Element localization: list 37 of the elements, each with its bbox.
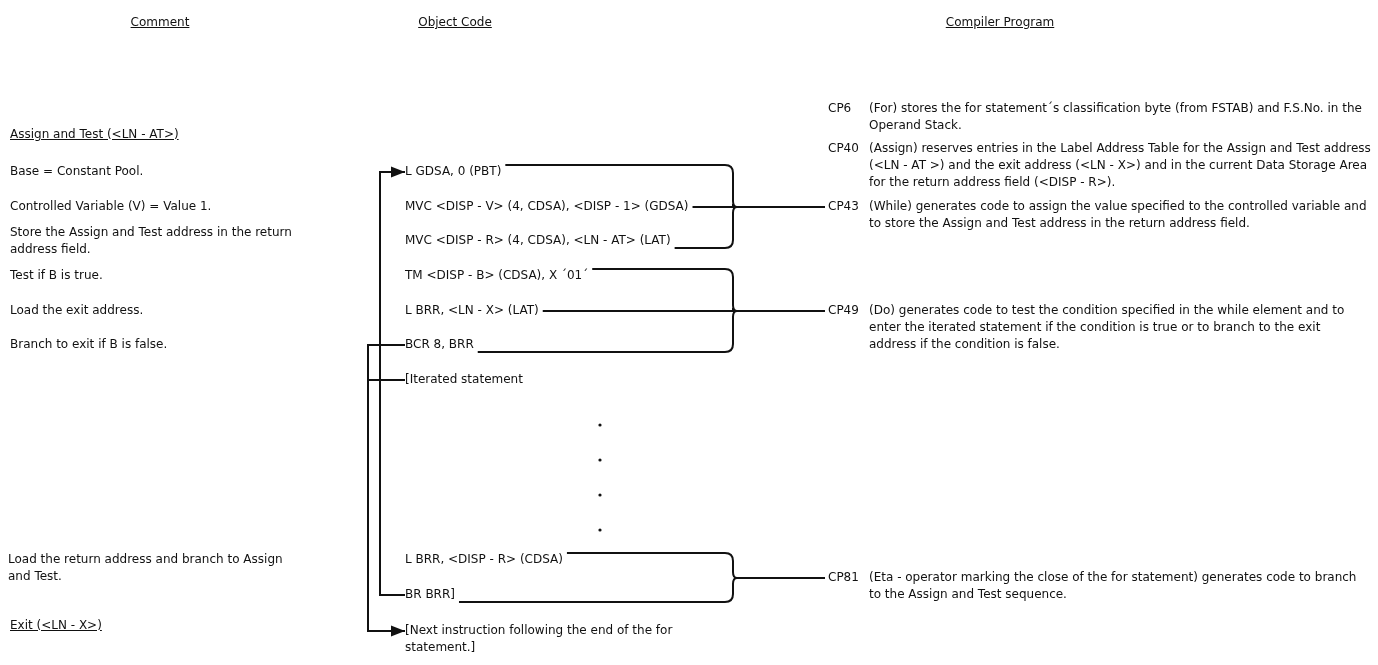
step-number: CP81 bbox=[828, 569, 859, 586]
code-line: TM <DISP - B> (CDSA), X ´01´ bbox=[405, 267, 589, 284]
step-number: CP6 bbox=[828, 100, 852, 117]
code-line: [Iterated statement bbox=[405, 371, 523, 388]
column-header: Object Code bbox=[417, 14, 493, 31]
comment-text: Test if B is true. bbox=[10, 267, 104, 284]
step-description: (Eta - operator marking the close of the for statement) generates code to branch to the Assign and Test sequence. bbox=[869, 569, 1358, 603]
column-header: Compiler Program bbox=[944, 14, 1056, 31]
step-description: (While) generates code to assign the value specified to the controlled variable and to store the Assign and Test address in the return address field. bbox=[869, 198, 1368, 232]
section-heading: Assign and Test (<LN - AT>) bbox=[10, 126, 179, 143]
step-number: CP49 bbox=[828, 302, 859, 319]
step-number: CP43 bbox=[828, 198, 859, 215]
code-line: L BRR, <LN - X> (LAT) bbox=[405, 302, 539, 319]
step-description: (Do) generates code to test the condition specified in the while element and to enter the iterated statement if the condition is true or to branch to the exit address if the condition is false. bbox=[869, 302, 1346, 353]
curly-brace bbox=[458, 577, 826, 603]
column-header: Comment bbox=[129, 14, 191, 31]
comment-text: Store the Assign and Test address in the return address field. bbox=[10, 224, 293, 258]
comment-text: Load the return address and branch to Assign and Test. bbox=[8, 551, 284, 585]
code-line: [Next instruction following the end of the for statement.] bbox=[405, 622, 674, 656]
code-line: L BRR, <DISP - R> (CDSA) bbox=[405, 551, 563, 568]
comment-text: Controlled Variable (V) = Value 1. bbox=[10, 198, 213, 215]
code-line: BR BRR] bbox=[405, 586, 455, 603]
curly-brace bbox=[673, 206, 826, 249]
arrow bbox=[379, 166, 406, 596]
code-line: BCR 8, BRR bbox=[405, 336, 474, 353]
comment-text: Load the exit address. bbox=[10, 302, 145, 319]
step-description: (For) stores the for statement´s classification byte (from FSTAB) and F.S.No. in the Operand Stack. bbox=[869, 100, 1363, 134]
comment-text: Base = Constant Pool. bbox=[10, 163, 145, 180]
step-description: (Assign) reserves entries in the Label Address Table for the Assign and Test address (<LN - AT >) and the exit address (<LN - X>) and in the current Data Storage Area for the return address field (<DISP - R>). bbox=[869, 140, 1371, 191]
step-number: CP40 bbox=[828, 140, 859, 157]
curly-brace bbox=[476, 310, 826, 353]
code-line: L GDSA, 0 (PBT) bbox=[405, 163, 502, 180]
comment-text: Branch to exit if B is false. bbox=[10, 336, 169, 353]
code-line: MVC <DISP - V> (4, CDSA), <DISP - 1> (GDSA) bbox=[405, 198, 689, 215]
bracket-line bbox=[367, 344, 406, 381]
code-line: MVC <DISP - R> (4, CDSA), <LN - AT> (LAT) bbox=[405, 232, 671, 249]
section-heading: Exit (<LN - X>) bbox=[10, 617, 102, 634]
